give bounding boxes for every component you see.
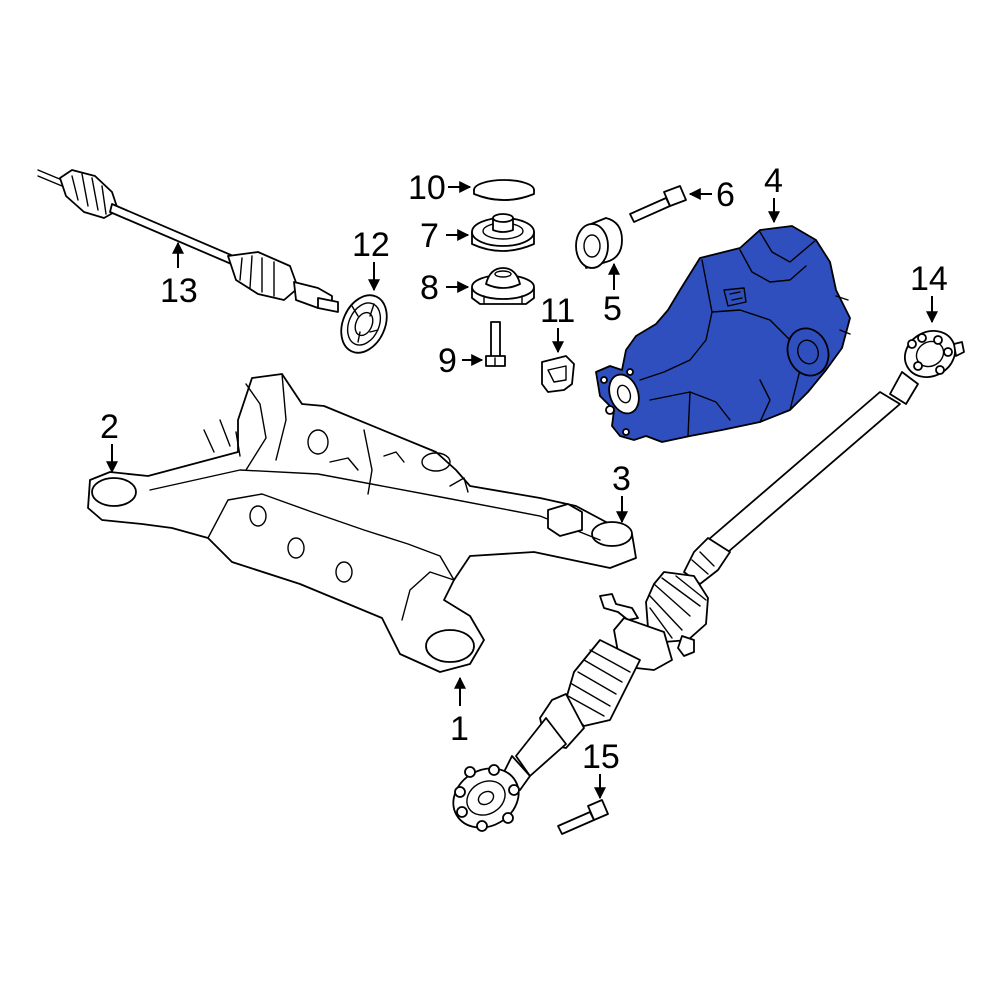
driveshaft-part[interactable]: [501, 371, 919, 791]
callout-10: 10: [408, 169, 446, 207]
callout-5: 5: [603, 290, 622, 328]
lower-mount-part[interactable]: [471, 267, 535, 305]
callout-8: 8: [420, 269, 439, 307]
flex-coupling-14-part[interactable]: [896, 322, 965, 386]
cap-part[interactable]: [473, 179, 535, 201]
callout-2: 2: [100, 408, 119, 446]
bolt-6-part[interactable]: [629, 185, 687, 223]
callout-14: 14: [910, 260, 948, 298]
callout-12: 12: [352, 226, 390, 264]
callout-7: 7: [420, 217, 439, 255]
axle-shaft-part[interactable]: [37, 169, 339, 313]
callout-11: 11: [540, 292, 575, 330]
callout-13: 13: [160, 272, 198, 310]
subframe-part[interactable]: [87, 373, 637, 673]
upper-mount-part[interactable]: [471, 213, 535, 252]
callout-15: 15: [582, 738, 620, 776]
seal-part[interactable]: [333, 288, 396, 360]
callout-3: 3: [612, 460, 631, 498]
callout-9: 9: [438, 342, 457, 380]
differential-part[interactable]: [595, 225, 851, 443]
bolt-9-part[interactable]: [485, 321, 506, 367]
callout-6: 6: [716, 176, 735, 214]
bolt-15-part[interactable]: [557, 799, 609, 835]
flex-coupling-front-part[interactable]: [443, 757, 530, 839]
callout-1: 1: [450, 710, 469, 748]
bushing-part[interactable]: [575, 217, 623, 269]
callout-4: 4: [764, 162, 783, 200]
clip-part[interactable]: [541, 355, 575, 393]
